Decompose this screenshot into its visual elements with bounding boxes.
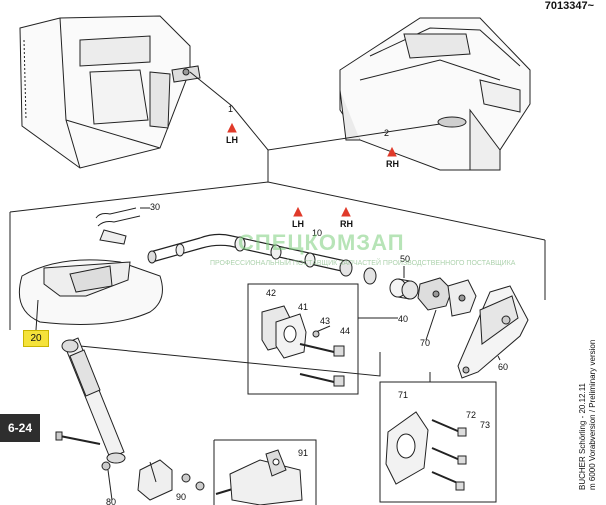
side-footer-text: BUCHER Schörling - 20.12.11 m 6000 Vorab… [578, 340, 598, 490]
callout-70: 70 [420, 338, 430, 348]
callout-42: 42 [266, 288, 276, 298]
shaft-assembly [147, 233, 377, 285]
callout-20-highlighted: 20 [23, 330, 49, 347]
lh-marker-icon [227, 122, 303, 217]
subassembly-box-71 [379, 372, 497, 503]
bracket-item-90 [137, 459, 237, 501]
callout-30: 30 [150, 202, 160, 212]
document-number: 7013347~ [544, 0, 594, 12]
callout-73: 73 [480, 420, 490, 430]
lh-label: LH [226, 135, 238, 145]
side-text-line-1: BUCHER Schörling - 20.12.11 [578, 382, 587, 490]
callout-71: 71 [398, 390, 408, 400]
side-text-line-2: m 6000 Vorabversion / Preliminary versio… [588, 339, 597, 490]
page-number-tab: 6-24 [0, 414, 40, 442]
callout-80: 80 [106, 497, 116, 505]
callout-72: 72 [466, 410, 476, 420]
hood-left [19, 15, 201, 169]
callout-43: 43 [320, 316, 330, 326]
hood-right [339, 17, 531, 171]
callout-10: 10 [312, 228, 322, 238]
callout-90: 90 [176, 492, 186, 502]
subassembly-box-91 [213, 439, 317, 505]
callout-50: 50 [400, 254, 410, 264]
callout-44: 44 [340, 326, 350, 336]
callout-1: 1 [228, 104, 233, 114]
subassembly-box-40 [247, 283, 398, 395]
callout-40: 40 [398, 314, 408, 324]
rh-label: RH [386, 159, 399, 169]
bushing-item-50 [389, 266, 419, 300]
callout-91: 91 [298, 448, 308, 458]
spring-pins-item-30 [95, 207, 150, 245]
lh-label-shaft: LH [292, 219, 304, 229]
callout-41: 41 [298, 302, 308, 312]
plate-item-20 [18, 259, 163, 331]
rh-label-shaft: RH [340, 219, 353, 229]
callouts: 1 2 10 30 40 41 42 43 44 50 60 70 71 72 … [106, 104, 508, 505]
callout-60: 60 [498, 362, 508, 372]
rh-marker-icon [341, 146, 397, 217]
bracket-item-70 [417, 277, 477, 341]
cylinder-item-80 [55, 337, 126, 501]
arm-item-60 [457, 285, 529, 379]
callout-2: 2 [384, 128, 389, 138]
